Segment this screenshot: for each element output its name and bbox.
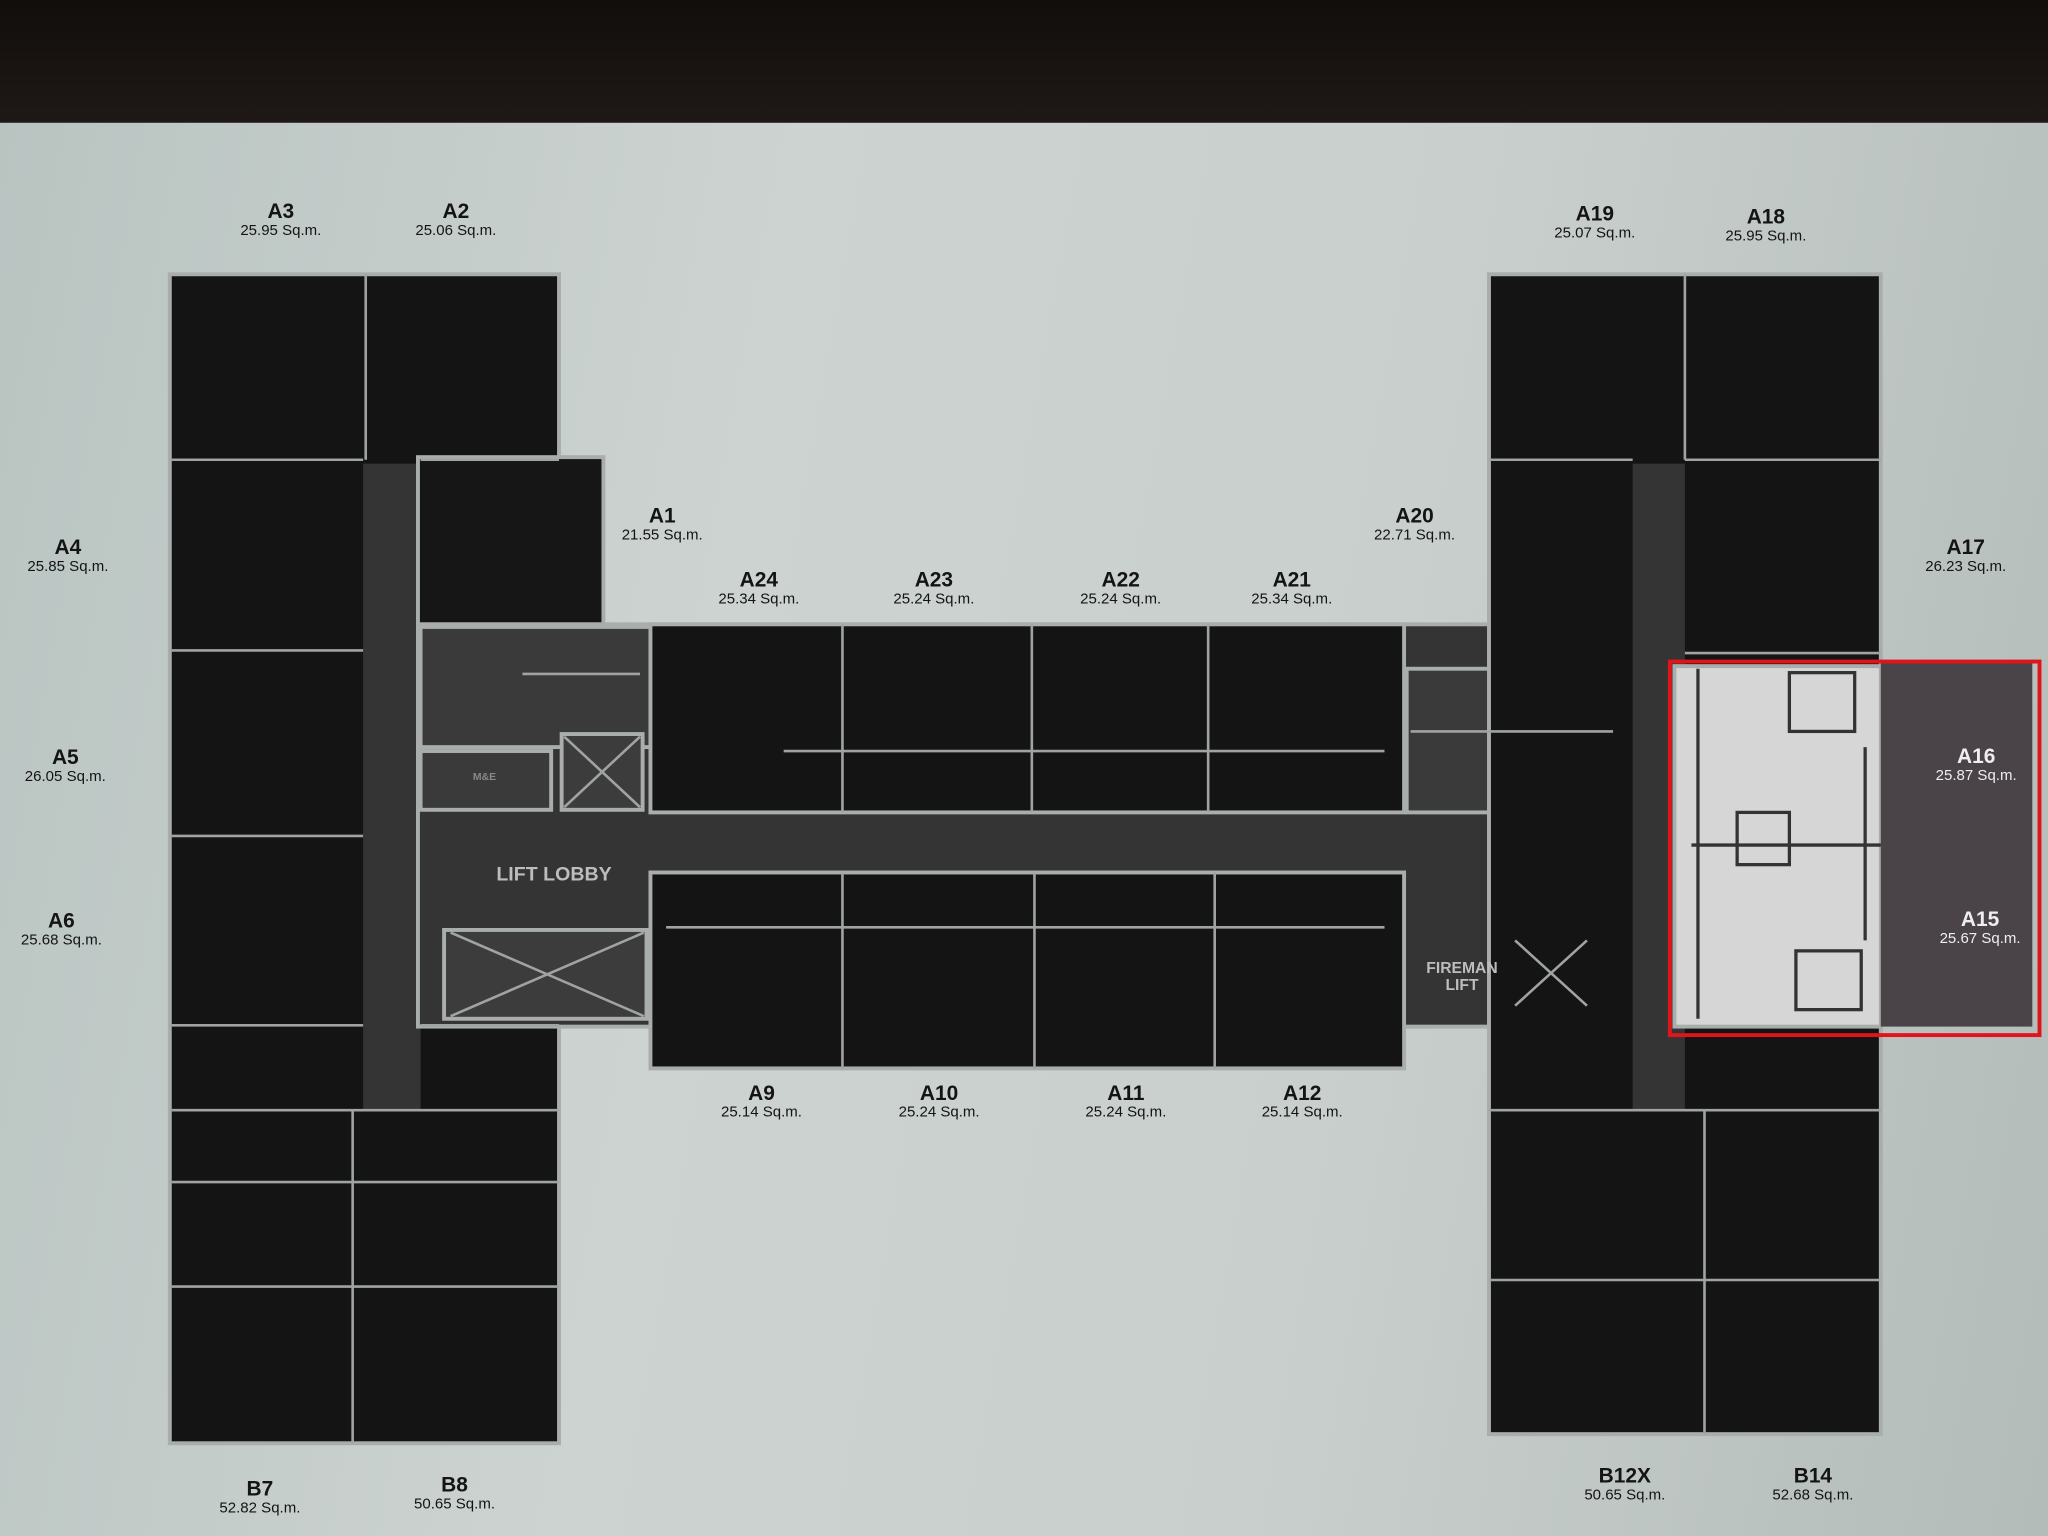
fireman-lift-line1: FIREMAN	[1426, 958, 1498, 977]
unit-name: A5	[51, 747, 79, 770]
unit-area: 25.14 Sq.m.	[1261, 1104, 1343, 1121]
fireman-lift-line2: LIFT	[1445, 975, 1479, 994]
unit-area: 25.68 Sq.m.	[20, 932, 102, 949]
unit-name: A19	[1575, 203, 1614, 226]
unit-area: 26.05 Sq.m.	[24, 769, 106, 785]
unit-area: 52.82 Sq.m.	[219, 1500, 301, 1517]
unit-name: A11	[1107, 1082, 1145, 1105]
unit-area: 25.95 Sq.m.	[1725, 228, 1807, 245]
unit-area: 26.23 Sq.m.	[1925, 559, 2007, 575]
unit-area: 25.67 Sq.m.	[1939, 931, 2021, 947]
left-corridor	[363, 463, 421, 1111]
unit-name: B12X	[1598, 1465, 1651, 1488]
highlight-box	[1667, 659, 2042, 1038]
unit-name: A3	[267, 201, 295, 224]
unit-name: B14	[1793, 1465, 1833, 1488]
unit-area: 25.87 Sq.m.	[1935, 767, 2017, 784]
unit-area: 25.34 Sq.m.	[1251, 591, 1333, 608]
unit-name: A6	[48, 910, 75, 933]
unit-name: A24	[739, 569, 779, 592]
unit-name: B8	[441, 1474, 468, 1497]
unit-name: A16	[1956, 745, 1996, 768]
unit-a1-block	[415, 455, 606, 627]
unit-name: A12	[1283, 1082, 1322, 1105]
highlight-dark-panel	[1880, 663, 2033, 1027]
unit-area: 25.07 Sq.m.	[1554, 225, 1636, 242]
unit-area: 25.95 Sq.m.	[240, 223, 322, 240]
unit-name: A17	[1946, 536, 1985, 560]
unit-name: A23	[914, 569, 954, 592]
unit-area: 25.24 Sq.m.	[893, 591, 975, 608]
unit-name: B7	[246, 1478, 274, 1501]
unit-name: A1	[648, 505, 676, 528]
unit-name: A21	[1272, 569, 1311, 592]
unit-name: A4	[54, 536, 82, 560]
units-top-row	[648, 622, 1407, 815]
unit-area: 21.55 Sq.m.	[621, 527, 703, 544]
unit-name: A15	[1960, 909, 2000, 932]
unit-area: 25.85 Sq.m.	[27, 559, 109, 575]
dark-background-band	[0, 0, 2048, 126]
unit-area: 22.71 Sq.m.	[1374, 527, 1456, 544]
unit-area: 50.65 Sq.m.	[1584, 1487, 1666, 1504]
unit-area: 50.65 Sq.m.	[414, 1496, 496, 1513]
unit-name: A2	[442, 201, 470, 224]
unit-area: 52.68 Sq.m.	[1772, 1487, 1854, 1504]
unit-area: 25.06 Sq.m.	[415, 223, 497, 240]
unit-name: A22	[1101, 569, 1140, 592]
unit-area: 25.14 Sq.m.	[720, 1104, 802, 1121]
unit-name: A20	[1395, 505, 1434, 528]
unit-area: 25.34 Sq.m.	[718, 591, 800, 608]
me-room	[418, 749, 554, 812]
unit-area: 25.24 Sq.m.	[1080, 591, 1162, 608]
unit-name: A9	[748, 1082, 775, 1105]
lift-lobby-label: LIFT LOBBY	[496, 863, 612, 886]
stair-left	[418, 624, 653, 750]
unit-name: A18	[1746, 206, 1786, 229]
unit-area: 25.24 Sq.m.	[1085, 1104, 1167, 1121]
unit-name: A10	[919, 1082, 959, 1105]
me-room-label: M&E	[472, 770, 497, 783]
units-bottom-row	[648, 870, 1407, 1071]
unit-area: 25.24 Sq.m.	[898, 1104, 980, 1121]
